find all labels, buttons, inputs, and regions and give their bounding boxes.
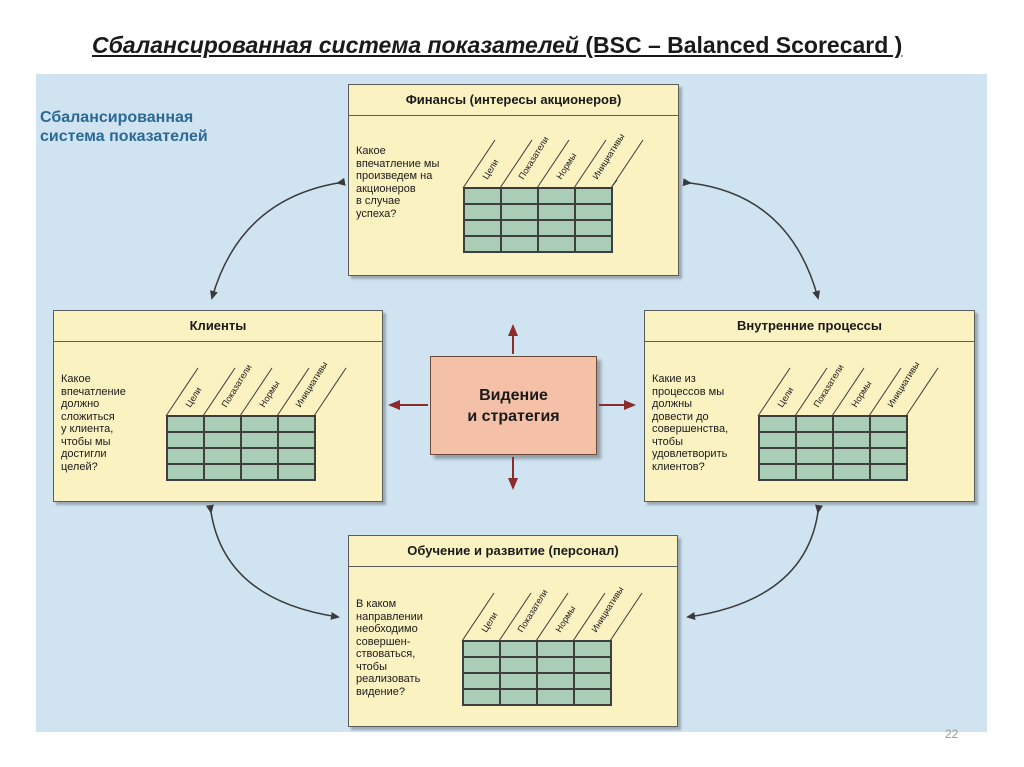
diagram-label-line2: система показателей bbox=[40, 128, 208, 145]
learning-question: В каком направлении необходимо совершен-… bbox=[356, 598, 423, 698]
clients-grid-header-lines bbox=[165, 367, 347, 417]
processes-grid-header-lines bbox=[757, 367, 939, 417]
learning-grid bbox=[462, 640, 612, 706]
finance-grid-header-lines bbox=[462, 139, 644, 189]
vision-line1: Видение bbox=[479, 386, 548, 404]
arrow-finance-processes bbox=[682, 178, 821, 300]
learning-box: Обучение и развитие (персонал) В каком н… bbox=[348, 535, 678, 727]
arrow-clients-learning bbox=[205, 504, 340, 620]
vision-strategy-box: Видение и стратегия bbox=[430, 356, 597, 455]
clients-question: Какое впечатление должно сложиться у кли… bbox=[61, 373, 126, 473]
diagram-label-line1: Сбалансированная bbox=[40, 109, 194, 126]
processes-grid bbox=[758, 415, 908, 481]
arrow-processes-learning bbox=[686, 504, 823, 620]
clients-box: Клиенты Какое впечатление должно сложить… bbox=[53, 310, 383, 502]
finance-grid bbox=[463, 187, 613, 253]
finance-box: Финансы (интересы акционеров) Какое впеч… bbox=[348, 84, 679, 276]
clients-title: Клиенты bbox=[54, 311, 382, 342]
finance-question: Какое впечатление мы произведем на акцио… bbox=[356, 145, 440, 220]
diagram-label: Сбалансированная система показателей bbox=[40, 108, 208, 146]
slide-title-rest: (BSC – Balanced Scorecard ) bbox=[578, 32, 903, 58]
learning-grid-header-lines bbox=[461, 592, 643, 642]
processes-title: Внутренние процессы bbox=[645, 311, 974, 342]
processes-question: Какие из процессов мы должны довести до … bbox=[652, 373, 729, 473]
slide-title-italic: Сбалансированная система показателей bbox=[92, 32, 579, 58]
page-number: 22 bbox=[945, 727, 959, 741]
clients-grid bbox=[166, 415, 316, 481]
vision-line2: и стратегия bbox=[467, 407, 560, 425]
finance-title: Финансы (интересы акционеров) bbox=[349, 85, 678, 116]
arrow-finance-clients bbox=[210, 177, 346, 300]
learning-title: Обучение и развитие (персонал) bbox=[349, 536, 677, 567]
slide-title: Сбалансированная система показателей (BS… bbox=[92, 32, 902, 59]
processes-box: Внутренние процессы Какие из процессов м… bbox=[644, 310, 975, 502]
